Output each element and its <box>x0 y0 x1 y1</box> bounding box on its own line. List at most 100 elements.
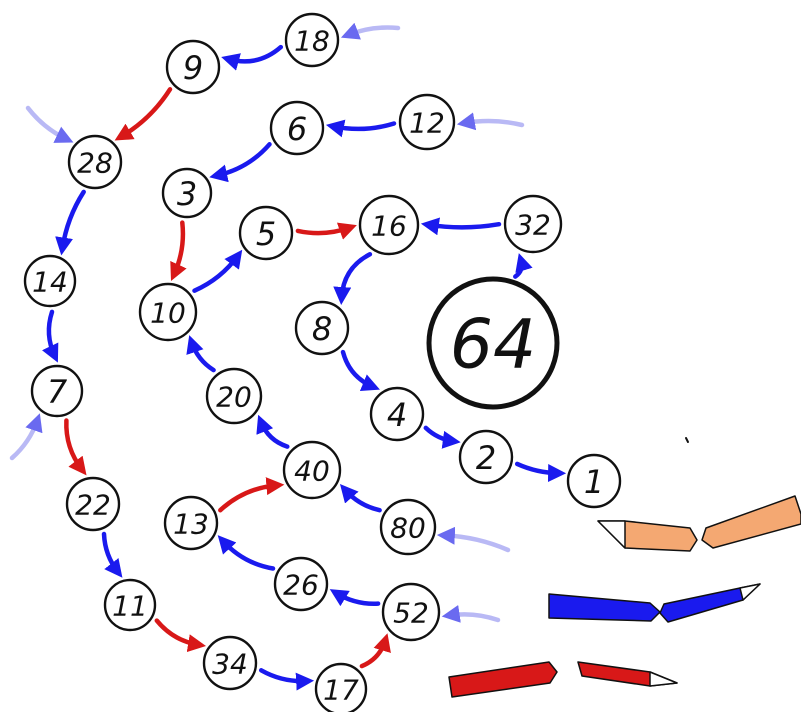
node-circle <box>284 12 340 68</box>
node-label: 4 <box>387 396 407 434</box>
node-label: 1 <box>584 463 604 501</box>
arrow-8-to-4 <box>340 349 380 392</box>
arrow-13-to-40 <box>218 477 285 513</box>
node-14: 14 <box>23 254 77 308</box>
arrow-10-to-5 <box>192 249 243 293</box>
node-22: 22 <box>65 476 121 532</box>
node-label: 9 <box>183 49 203 87</box>
pencil-piece <box>448 661 558 698</box>
node-4: 4 <box>369 386 425 442</box>
node-label: 80 <box>390 512 426 545</box>
center-node-label: 64 <box>450 306 537 385</box>
node-label: 22 <box>75 489 111 522</box>
red-pencil <box>448 661 678 698</box>
node-circle <box>369 386 425 442</box>
arrows <box>42 44 567 691</box>
node-2: 2 <box>458 429 514 485</box>
node-circle <box>314 662 368 712</box>
node-circle <box>165 39 221 95</box>
node-circle <box>205 367 263 425</box>
node-26: 26 <box>273 556 329 612</box>
arrow-80-to-40 <box>339 483 382 513</box>
node-12: 12 <box>398 93 456 151</box>
pencil-tip <box>649 671 678 687</box>
broken-pencils <box>448 495 801 698</box>
node-16: 16 <box>358 194 420 256</box>
node-label: 17 <box>323 674 359 707</box>
node-circle <box>65 476 121 532</box>
node-label: 16 <box>371 210 407 243</box>
node-label: 52 <box>393 597 429 630</box>
node-label: 8 <box>312 310 332 348</box>
node-circle <box>103 578 157 632</box>
arrow-26-to-13 <box>217 535 276 571</box>
center-node-64: 64 <box>426 276 560 410</box>
node-circle <box>138 282 198 342</box>
node-10: 10 <box>138 282 198 342</box>
pencil-tip <box>597 520 626 549</box>
node-label: 34 <box>212 648 248 681</box>
arrow-12-to-6 <box>325 119 397 138</box>
node-circle <box>379 498 437 556</box>
arrow-5-to-16 <box>295 222 357 240</box>
incoming-arrow-to-n7 <box>9 413 43 461</box>
pencil-piece <box>548 593 661 622</box>
node-circle <box>566 453 622 509</box>
node-52: 52 <box>381 582 441 642</box>
node-circle <box>269 100 325 156</box>
node-circle <box>381 582 441 642</box>
center-node-circle <box>426 276 560 410</box>
arrow-2-to-1 <box>514 461 567 483</box>
incoming-arrow-to-n52 <box>441 604 501 623</box>
arrow-3-to-10 <box>170 220 187 282</box>
node-34: 34 <box>202 635 258 691</box>
incoming-arrow-to-n28 <box>25 105 74 143</box>
node-label: 20 <box>216 381 252 414</box>
node-6: 6 <box>269 100 325 156</box>
node-1: 1 <box>566 453 622 509</box>
arrow-16-to-8 <box>333 252 373 305</box>
arrow-6-to-3 <box>209 142 272 183</box>
node-17: 17 <box>314 662 368 712</box>
node-circle <box>503 194 563 254</box>
node-circle <box>294 300 350 356</box>
node-label: 14 <box>32 266 68 299</box>
blue-pencil <box>548 583 761 623</box>
node-20: 20 <box>205 367 263 425</box>
arrow-18-to-9 <box>221 44 284 71</box>
node-label: 28 <box>77 147 113 180</box>
arrow-32-to-16 <box>420 217 502 236</box>
arrow-9-to-28 <box>114 87 173 141</box>
arrow-22-to-11 <box>101 531 123 578</box>
node-5: 5 <box>238 205 294 261</box>
node-label: 5 <box>256 215 276 253</box>
node-circle <box>238 205 294 261</box>
node-label: 3 <box>177 175 197 213</box>
node-32: 32 <box>503 194 563 254</box>
node-label: 13 <box>173 508 209 541</box>
node-18: 18 <box>284 12 340 68</box>
node-label: 11 <box>112 590 148 623</box>
node-circle <box>23 254 77 308</box>
pencil-piece <box>701 495 801 549</box>
node-label: 32 <box>515 209 551 242</box>
node-circle <box>202 635 258 691</box>
node-40: 40 <box>282 440 342 500</box>
node-label: 6 <box>287 110 307 148</box>
arrow-7-to-22 <box>64 418 87 476</box>
incoming-arrow-to-n18 <box>340 22 401 40</box>
arrow-11-to-34 <box>154 618 207 653</box>
arrow-14-to-7 <box>42 309 59 363</box>
node-label: 18 <box>294 25 330 58</box>
arrow-28-to-14 <box>55 189 86 256</box>
node-label: 12 <box>409 107 445 140</box>
arrow-40-to-20 <box>256 414 290 449</box>
node-80: 80 <box>379 498 437 556</box>
orange-pencil <box>597 495 801 552</box>
node-label: 10 <box>150 297 186 330</box>
node-13: 13 <box>163 495 219 551</box>
incoming-arrow-to-n12 <box>456 112 525 131</box>
node-circle <box>67 134 123 190</box>
incoming-arrows <box>9 22 525 623</box>
